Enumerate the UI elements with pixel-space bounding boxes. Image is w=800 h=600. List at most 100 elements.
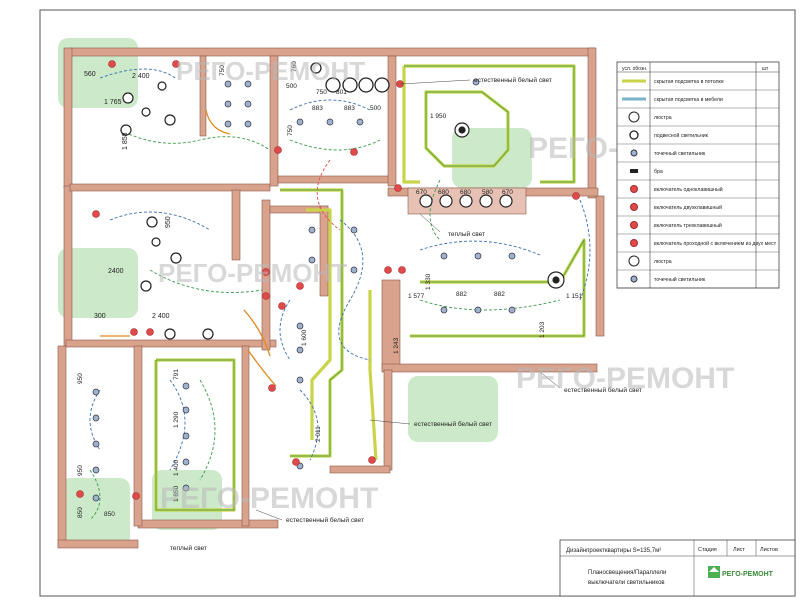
dim-hall-5: 883 [312,105,323,112]
dim-kitchen-12: 1 243 [393,337,400,354]
dim-kitchen-7: 1 577 [408,293,425,300]
dim-hall-6: 883 [344,105,355,112]
annotation-natural-white-top: естественный белый свет [474,76,552,84]
legend-label: точечный светильник [654,276,706,283]
wall-light-icon [630,169,638,173]
dim-hall-7: 500 [370,105,381,112]
switches [76,60,580,500]
dim-bedroom-3: 2 400 [152,313,170,320]
title-project: Дизайнпроектквартиры S=135,7м² [566,547,661,554]
dim-hall-4: 500 [286,83,297,90]
island-pendant-lamps [419,194,513,208]
legend-label: бра [654,169,663,175]
hidden-led-strips-inner [155,65,585,511]
legend-label: включатель проходной с включением из дву… [654,240,777,247]
legend-label: включатель трехклавишный [654,222,722,229]
title-col-sheets: Листов [760,547,778,553]
dim-hall-3: 760 [291,61,298,72]
dim-hall-9: 750 [287,125,294,136]
dimensions-living: 560 2 400 1 765 1 858 [84,71,150,150]
legend-row: скрытая подсветка в мебели [617,97,779,109]
light-annotations: естественный белый свет теплый свет есте… [170,76,642,552]
annotation-natural-white-right: естественный белый свет [564,386,642,394]
watermark-text-1: РЕГО-РЕМОНТ [176,56,365,86]
dim-mid-4: 1 650 [173,485,180,502]
legend-row: включатель проходной с включением из дву… [617,239,779,253]
dim-kitchen-5: 670 [502,189,513,196]
legend-rows: скрытая подсветка в потолке скрытая подсв… [617,79,779,289]
title-col-stage: Стадия [698,547,717,553]
switch-icon [630,203,638,211]
switch-icon [630,239,638,247]
dim-left-3: 850 [77,507,84,518]
wiring-arcs [89,68,591,521]
sheet-frame [39,9,796,597]
title-sheet-line1: Планосвещения/Параллели [588,570,666,576]
walls [57,47,605,549]
orange-wiring [100,109,277,387]
dim-bedroom-2: 2400 [108,268,124,275]
spot-light-icon [630,149,638,157]
pendant-lamps [310,62,390,93]
watermark-text-3: РЕГО-РЕМОНТ [158,258,347,288]
dim-kitchen-10: 1 151 [566,293,583,300]
pendant-lamp-icon [629,130,639,140]
dim-hall-8: 750 [219,65,226,76]
legend-row: люстра [617,255,779,271]
legend-table: усл. обозн. шт [616,61,780,289]
switch-icon [630,185,638,193]
dimensions-left-bottom: 950 950 850 850 [77,373,115,518]
legend-row: включатель одноклавишный [617,185,779,199]
switch-icon [630,221,638,229]
dim-kitchen-3: 680 [460,189,471,196]
legend-row: скрытая подсветка в потолке [617,79,779,91]
dim-living-2: 2 400 [132,73,150,80]
dimensions-middle-bottom: 791 1 290 1 400 1 650 2 011 [173,369,322,502]
watermark-text-4: РЕГО-РЕМОНТ [516,362,734,395]
dim-living-3: 1 765 [104,99,122,106]
dim-hall-11: 1 600 [301,329,308,346]
spot-light-icon [630,275,638,283]
legend-row: подвесной светильник [617,130,779,145]
dim-mid-2: 1 290 [173,411,180,428]
dim-kitchen-2: 680 [438,189,449,196]
title-block: Дизайнпроектквартиры S=135,7м² Стадия Ли… [559,539,796,597]
dim-mid-3: 1 400 [173,459,180,476]
dim-left-4: 850 [104,511,115,518]
annotation-warm-light-bottom: теплый свет [170,544,207,552]
legend-label: точечный светильник [654,150,706,157]
legend-row: бра [617,169,779,181]
legend-label: люстра [654,115,672,121]
legend-row: точечный светильник [617,275,779,289]
dim-kitchen-4: 580 [482,189,493,196]
dimensions-bedroom: 950 2400 2 400 300 [94,216,172,320]
title-sheet-line2: выключатели светильников [588,580,665,586]
legend-label: включатель одноклавишный [654,186,723,193]
legend-label: скрытая подсветка в мебели [654,97,723,103]
chandelier-icon [628,255,640,267]
chandelier-icon [628,111,640,123]
dim-left-2: 950 [77,465,84,476]
title-company: РЕГО-РЕМОНТ [722,571,774,578]
annotation-natural-white-bottom: естественный белый свет [286,516,364,524]
title-col-sheet: Лист [733,547,745,553]
chandeliers [120,92,565,292]
legend-header-symbol: усл. обозн. [622,66,647,72]
watermark-text-5: РЕГО-РЕМОНТ [160,482,378,515]
dim-left-1: 950 [77,373,84,384]
annotation-natural-white-mid: естественный белый свет [414,420,492,428]
dim-kitchen-1: 670 [416,189,427,196]
legend-row: включатель двухклавишный [617,203,779,217]
legend-label: люстра [654,259,672,265]
dimensions-kitchen: 670 680 680 580 670 1 330 1 577 882 882 … [393,189,583,354]
dimensions-hall: 750 801 760 500 883 883 500 750 750 1 95… [219,61,447,346]
spot-lights [92,78,516,502]
legend-label: включатель двухклавишный [654,204,722,211]
dim-bedroom-1: 950 [165,216,172,228]
dim-hall-2: 801 [336,89,347,96]
legend-header-count: шт [762,66,769,72]
legend-row: включатель трехклавишный [617,221,779,235]
dim-kitchen-9: 882 [494,291,505,298]
wall-lights [157,81,214,340]
dim-kitchen-8: 882 [456,291,467,298]
